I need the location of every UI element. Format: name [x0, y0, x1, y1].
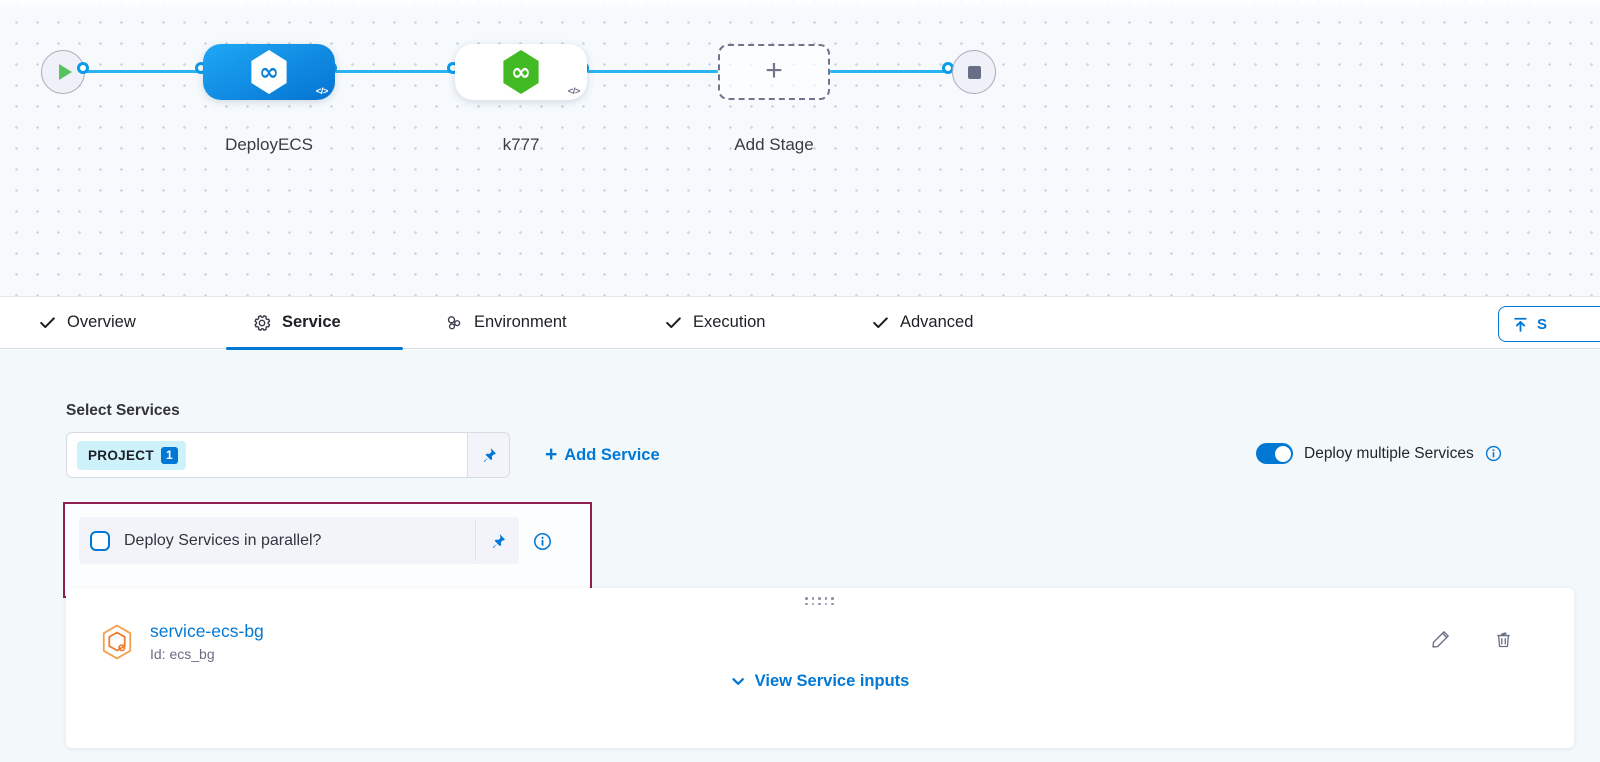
tab-label: Overview: [67, 313, 136, 331]
save-button-label: S: [1537, 315, 1548, 333]
runtime-input-type-section[interactable]: [467, 433, 509, 477]
pipeline-end-node[interactable]: [952, 50, 996, 94]
code-view-icon[interactable]: </>: [315, 86, 329, 97]
tab-label: Environment: [474, 313, 567, 331]
harness-cd-icon: ∞: [251, 50, 287, 94]
trash-icon: [1496, 631, 1510, 647]
deploy-parallel-label: Deploy Services in parallel?: [124, 531, 322, 549]
stage-label-deployecs: DeployECS: [225, 135, 313, 154]
pin-icon: [492, 533, 505, 548]
add-stage-button[interactable]: [718, 44, 830, 100]
plus-icon: [765, 56, 783, 86]
play-icon: [58, 64, 72, 80]
active-tab-indicator: [226, 347, 403, 350]
select-services-input[interactable]: PROJECT 1: [66, 432, 510, 478]
tab-label: Execution: [693, 313, 766, 331]
annotation-highlight-box: Deploy Services in parallel?: [63, 502, 592, 598]
tab-advanced[interactable]: Advanced: [871, 297, 973, 348]
save-button[interactable]: S: [1498, 306, 1600, 342]
tab-environment[interactable]: Environment: [444, 297, 567, 348]
tab-label: Advanced: [900, 313, 974, 331]
check-icon: [666, 317, 681, 329]
stage-label-add-stage: Add Stage: [734, 135, 814, 154]
deploy-multiple-toggle[interactable]: [1256, 443, 1293, 464]
stage-node-k777[interactable]: ∞ </>: [455, 44, 587, 100]
stage-label-k777: k777: [502, 135, 540, 154]
chip-label: PROJECT: [88, 447, 154, 463]
edge-addstage-end: [830, 70, 952, 73]
stop-icon: [967, 65, 981, 79]
connector-port[interactable]: [77, 62, 89, 74]
service-id-text: Id: ecs_bg: [150, 646, 215, 662]
stage-config-tabbar: Overview Service Environment Execution A…: [0, 296, 1600, 350]
edge-k777-addstage: [587, 70, 718, 73]
chip-count-badge: 1: [160, 446, 178, 464]
delete-service-button[interactable]: [1490, 626, 1516, 652]
code-view-icon[interactable]: </>: [567, 86, 581, 97]
info-icon[interactable]: [533, 532, 552, 556]
service-hexagon-icon: [100, 624, 134, 665]
tab-label: Service: [282, 313, 341, 331]
runtime-input-type-section[interactable]: [475, 520, 519, 561]
edge-start-deployecs: [85, 70, 205, 73]
select-services-label: Select Services: [66, 402, 180, 419]
tab-overview[interactable]: Overview: [38, 297, 136, 348]
add-service-label: Add Service: [564, 445, 660, 464]
edit-service-button[interactable]: [1428, 626, 1454, 652]
pin-icon: [483, 448, 496, 462]
toggle-knob: [1274, 445, 1291, 462]
tab-service[interactable]: Service: [252, 297, 341, 348]
service-card: service-ecs-bg Id: ecs_bg View Service i…: [66, 588, 1574, 748]
upload-icon: [1514, 317, 1527, 332]
service-tab-panel: Select Services PROJECT 1 + Add Service …: [0, 350, 1600, 762]
deploy-parallel-field: Deploy Services in parallel?: [79, 517, 519, 564]
pencil-icon: [1432, 631, 1449, 648]
check-icon: [40, 317, 55, 329]
gear-icon: [254, 314, 271, 331]
pipeline-canvas[interactable]: ∞ </> ∞ </> DeployECS k777 Add Stage: [0, 0, 1600, 296]
selected-service-chip[interactable]: PROJECT 1: [77, 440, 186, 470]
deploy-multiple-services-row: Deploy multiple Services: [1256, 443, 1502, 464]
check-icon: [873, 317, 888, 329]
view-inputs-label: View Service inputs: [754, 672, 910, 690]
stage-node-deployecs[interactable]: ∞ </>: [203, 44, 335, 100]
deploy-parallel-checkbox[interactable]: [90, 530, 110, 551]
deploy-multiple-label: Deploy multiple Services: [1304, 444, 1474, 462]
environment-icon: [447, 315, 461, 329]
plus-icon: +: [545, 442, 558, 466]
tab-execution[interactable]: Execution: [664, 297, 765, 348]
service-name-link[interactable]: service-ecs-bg: [150, 621, 264, 641]
chevron-down-icon: [732, 678, 744, 685]
view-service-inputs-toggle[interactable]: View Service inputs: [731, 672, 910, 691]
harness-cd-icon: ∞: [503, 50, 539, 94]
drag-handle-icon[interactable]: [805, 597, 835, 607]
info-icon[interactable]: [1485, 445, 1502, 462]
edge-deployecs-k777: [335, 70, 456, 73]
add-service-button[interactable]: + Add Service: [545, 441, 660, 469]
